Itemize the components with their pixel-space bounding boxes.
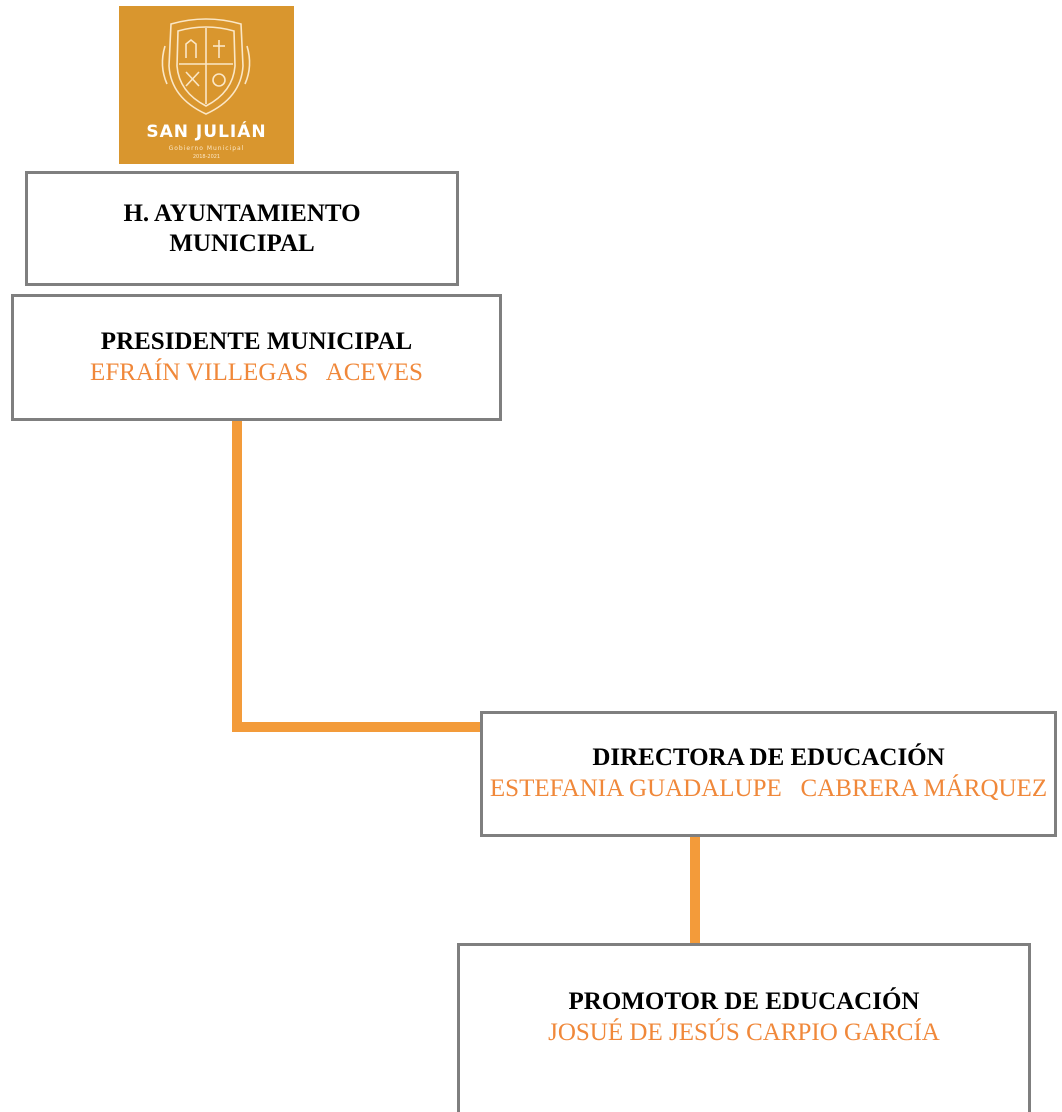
connector-president-to-director-horizontal — [232, 722, 482, 732]
node-person: ESTEFANIA GUADALUPE CABRERA MÁRQUEZ — [489, 775, 1048, 802]
connector-director-to-promoter — [690, 837, 700, 943]
node-person: JOSUÉ DE JESÚS CARPIO GARCÍA — [548, 1019, 940, 1046]
crest-icon — [161, 18, 251, 115]
node-presidente: PRESIDENTE MUNICIPAL EFRAÍN VILLEGAS ACE… — [11, 294, 502, 421]
san-julian-logo: SAN JULIÁN Gobierno Municipal 2018-2021 — [119, 6, 294, 164]
logo-subtitle: Gobierno Municipal — [168, 145, 245, 152]
node-role: H. AYUNTAMIENTO MUNICIPAL — [123, 199, 361, 257]
node-role: DIRECTORA DE EDUCACIÓN — [592, 744, 945, 771]
node-promotor: PROMOTOR DE EDUCACIÓN JOSUÉ DE JESÚS CAR… — [457, 943, 1031, 1112]
node-role: PROMOTOR DE EDUCACIÓN — [568, 988, 920, 1015]
node-person: EFRAÍN VILLEGAS ACEVES — [90, 358, 423, 386]
logo-brand-text: SAN JULIÁN — [146, 122, 267, 142]
node-ayuntamiento: H. AYUNTAMIENTO MUNICIPAL — [25, 171, 459, 286]
logo-years: 2018-2021 — [192, 154, 221, 160]
connector-president-to-director-vertical — [232, 421, 242, 732]
node-directora: DIRECTORA DE EDUCACIÓN ESTEFANIA GUADALU… — [480, 711, 1057, 837]
node-role: PRESIDENTE MUNICIPAL — [100, 327, 413, 355]
